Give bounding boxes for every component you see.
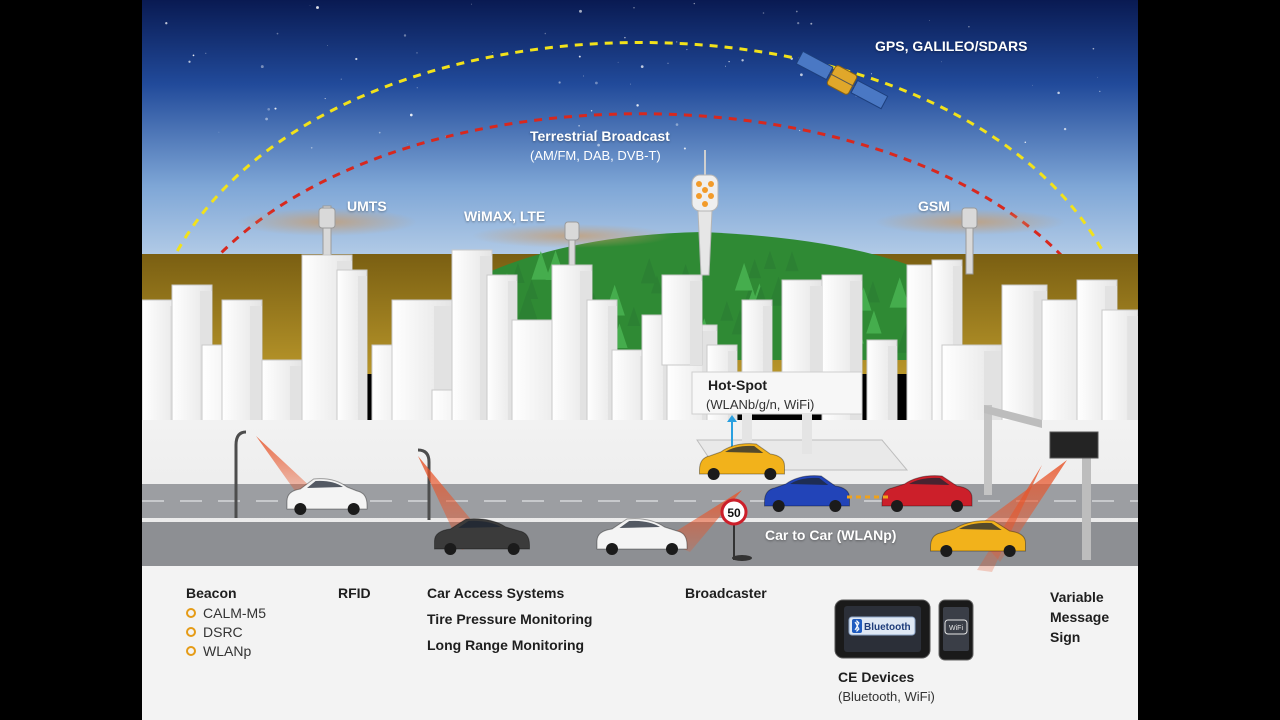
- cell-antenna-icon: [318, 205, 336, 267]
- beacon-list: CALM-M5 DSRC WLANp: [186, 604, 266, 661]
- car: [930, 520, 1026, 557]
- cell-antenna-icon: [961, 207, 978, 275]
- rfid-label: RFID: [338, 585, 371, 601]
- diagram-canvas: 50 Bluetooth WiFi GPS, GALILEO/SDARS: [142, 0, 1138, 720]
- svg-text:Bluetooth: Bluetooth: [864, 622, 911, 633]
- caption-area: [142, 566, 1138, 720]
- variable-message-sign-gantry: [984, 405, 1099, 560]
- terrestrial-broadcast-label: Terrestrial Broadcast: [530, 128, 670, 144]
- beacon-item: DSRC: [186, 623, 266, 642]
- car: [286, 478, 368, 515]
- broadcaster-label: Broadcaster: [685, 585, 767, 601]
- long-range-monitoring-label: Long Range Monitoring: [427, 637, 585, 653]
- wifi-icon: [944, 619, 968, 635]
- variable-message-sign-label: Variable Message Sign: [1050, 589, 1110, 645]
- car: [434, 518, 530, 555]
- vehicles: [286, 443, 1026, 557]
- gsm-label: GSM: [918, 198, 950, 214]
- car: [764, 475, 850, 512]
- umts-label: UMTS: [347, 198, 387, 214]
- ce-devices-sublabel: (Bluetooth, WiFi): [838, 689, 935, 704]
- car: [596, 518, 688, 555]
- car-to-car-label: Car to Car (WLANp): [765, 527, 897, 543]
- svg-text:50: 50: [727, 506, 741, 520]
- broadcast-tower-icon: [691, 150, 719, 276]
- car: [699, 443, 785, 480]
- connected-vehicle-scene: 50 Bluetooth WiFi: [142, 0, 1138, 720]
- car: [881, 475, 973, 512]
- satellite-icon: [795, 50, 889, 110]
- beacon-item: WLANp: [186, 642, 266, 661]
- wimax-lte-label: WiMAX, LTE: [464, 208, 546, 224]
- stars: [165, 2, 1101, 150]
- hotspot-label: Hot-Spot: [708, 377, 768, 393]
- beacon-item: CALM-M5: [186, 604, 266, 623]
- tire-pressure-monitoring-label: Tire Pressure Monitoring: [427, 611, 593, 627]
- hotspot-sublabel: (WLANb/g/n, WiFi): [706, 397, 815, 412]
- beacon-label: Beacon: [186, 585, 237, 601]
- street-lamp: [234, 430, 431, 520]
- bullet-icon: [186, 646, 196, 657]
- speed-limit-sign-icon: 50: [720, 498, 752, 561]
- cell-antenna-icon: [564, 221, 580, 273]
- satellite-orbit-arc: [142, 41, 1138, 351]
- ce-device-tablet: Bluetooth: [834, 599, 931, 659]
- terrestrial-range-arc: [142, 112, 1138, 396]
- gps-galileo-label: GPS, GALILEO/SDARS: [875, 38, 1028, 54]
- bluetooth-icon: [852, 619, 862, 633]
- car-access-systems-label: Car Access Systems: [427, 585, 565, 601]
- ce-device-phone: WiFi: [938, 599, 974, 661]
- bullet-icon: [186, 627, 196, 638]
- bullet-icon: [186, 608, 196, 619]
- terrestrial-broadcast-sublabel: (AM/FM, DAB, DVB-T): [530, 148, 661, 163]
- ce-devices-label: CE Devices: [838, 669, 915, 685]
- svg-text:WiFi: WiFi: [949, 625, 963, 632]
